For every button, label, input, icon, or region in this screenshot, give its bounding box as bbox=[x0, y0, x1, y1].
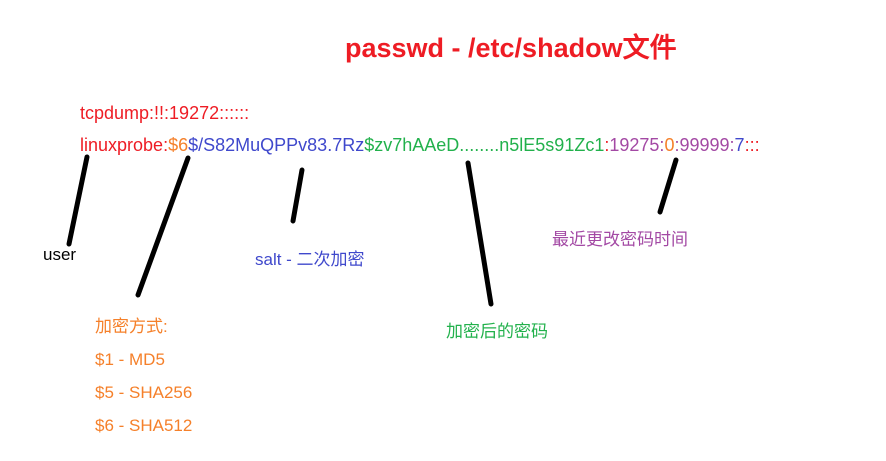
trailing-separators: ::: bbox=[744, 135, 760, 155]
field-last-change: 19275 bbox=[609, 135, 660, 155]
shadow-line-linuxprobe: linuxprobe:$6$/S82MuQPPv83.7Rz$zv7hAAeD.… bbox=[80, 135, 760, 156]
field-method: $6 bbox=[168, 135, 189, 155]
label-user: user bbox=[43, 245, 77, 264]
pointer-last-change bbox=[657, 157, 679, 215]
pointer-method bbox=[135, 155, 191, 298]
pointer-user bbox=[66, 154, 90, 247]
pointer-salt bbox=[290, 167, 305, 224]
page-title: passwd - /etc/shadow文件 bbox=[345, 33, 677, 63]
label-salt: salt - 二次加密 bbox=[255, 250, 365, 269]
separator: : bbox=[729, 135, 735, 155]
shadow-line-tcpdump: tcpdump:!!:19272:::::: bbox=[80, 103, 250, 123]
method-item: $5 - SHA256 bbox=[95, 383, 193, 402]
separator: : bbox=[604, 135, 610, 155]
field-user: linuxprobe bbox=[80, 135, 164, 155]
separator: : bbox=[674, 135, 680, 155]
separator: : bbox=[163, 135, 169, 155]
method-item: $6 - SHA512 bbox=[95, 416, 193, 435]
field-salt: $/S82MuQPPv83.7Rz bbox=[188, 135, 365, 155]
pointer-hash bbox=[465, 160, 494, 307]
method-item: $1 - MD5 bbox=[95, 350, 165, 369]
field-max-days: 99999 bbox=[679, 135, 730, 155]
field-hash: $zv7hAAeD........n5lE5s91Zc1 bbox=[364, 135, 605, 155]
label-encrypted-password: 加密后的密码 bbox=[446, 322, 548, 341]
label-last-change: 最近更改密码时间 bbox=[552, 230, 688, 249]
encryption-methods: 加密方式: $1 - MD5 $5 - SHA256 $6 - SHA512 bbox=[95, 310, 192, 442]
field-warn-days: 7 bbox=[734, 135, 745, 155]
field-min-days: 0 bbox=[664, 135, 675, 155]
methods-heading: 加密方式: bbox=[95, 317, 168, 336]
separator: : bbox=[659, 135, 665, 155]
